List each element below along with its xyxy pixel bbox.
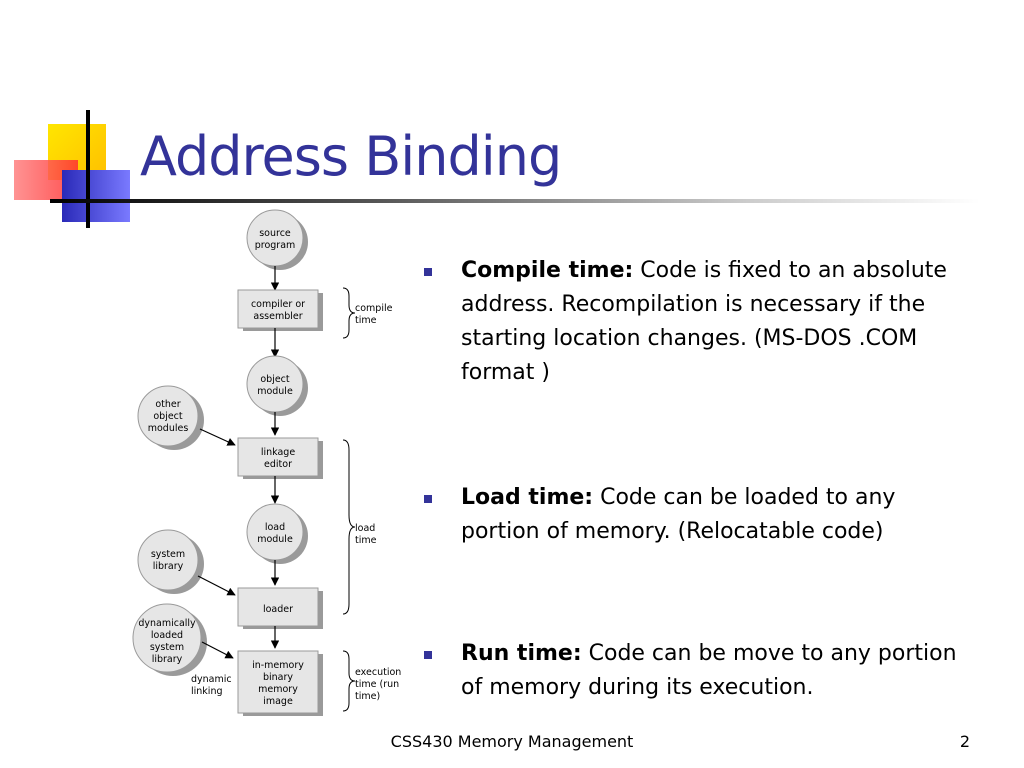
slide-footer: CSS430 Memory Management: [390, 732, 634, 751]
page-number: 2: [959, 732, 970, 751]
linkage-editor-label-1: linkage: [261, 447, 295, 458]
other-modules-label-1: other: [155, 399, 180, 410]
object-module-node: object module: [246, 355, 308, 416]
bullet-run-time-text: Run time: Code can be move to any portio…: [461, 637, 981, 705]
load-module-label-2: module: [257, 534, 293, 545]
bullet-square-icon: [424, 651, 432, 659]
load-time-label-1: load: [355, 523, 375, 534]
loader-node: loader: [237, 587, 323, 629]
other-modules-label-2: object: [153, 411, 183, 422]
arrow-system-library-to-loader: [197, 575, 236, 596]
source-program-label-1: source: [259, 228, 291, 239]
memory-image-label-4: image: [263, 696, 293, 707]
source-program-node: source program: [246, 209, 308, 270]
compiler-label-1: compiler or: [251, 299, 305, 310]
memory-image-label-2: binary: [263, 672, 293, 683]
memory-image-node: in-memory binary memory image: [237, 650, 323, 716]
execution-time-brace: [342, 650, 356, 712]
load-time-brace: [342, 439, 356, 615]
compiler-label-2: assembler: [253, 311, 302, 322]
execution-time-label-2: time (run: [355, 679, 399, 690]
system-library-node: system library: [137, 529, 204, 594]
loader-label: loader: [263, 604, 293, 615]
load-time-label-2: time: [355, 535, 377, 546]
arrow-dynamic-to-memory-image: [201, 641, 234, 659]
execution-time-label-3: time): [355, 691, 380, 702]
address-binding-diagram: source program compiler or assembler com…: [132, 209, 401, 716]
object-module-label-1: object: [260, 374, 290, 385]
bullet-load-time-body: Code can be loaded to any portion of mem…: [461, 485, 896, 544]
bullet-square-icon: [424, 268, 432, 276]
other-modules-label-3: modules: [148, 423, 189, 434]
linkage-editor-node: linkage editor: [237, 437, 323, 479]
other-object-modules-node: other object modules: [137, 385, 204, 450]
bullet-run-time: Run time: Code can be move to any portio…: [420, 637, 1000, 705]
system-library-label-2: library: [153, 561, 184, 572]
bullet-run-time-term: Run time:: [461, 641, 582, 666]
arrow-other-to-linkage: [199, 428, 236, 446]
dynamic-library-label-4: library: [152, 654, 183, 665]
execution-time-label-1: execution: [355, 667, 401, 678]
bullet-compile-time-body: Code is fixed to an absolute address. Re…: [461, 258, 947, 385]
dynamic-library-label-2: loaded: [151, 630, 183, 641]
bullet-load-time: Load time: Code can be loaded to any por…: [420, 481, 1000, 549]
memory-image-label-3: memory: [258, 684, 298, 695]
compile-time-label-2: time: [355, 315, 377, 326]
dynamic-library-label-3: system: [150, 642, 184, 653]
bullet-compile-time-text: Compile time: Code is fixed to an absolu…: [461, 254, 981, 390]
bullet-load-time-text: Load time: Code can be loaded to any por…: [461, 481, 981, 549]
source-program-label-2: program: [255, 240, 296, 251]
object-module-label-2: module: [257, 386, 293, 397]
memory-image-label-1: in-memory: [252, 660, 304, 671]
compile-time-label-1: compile: [355, 303, 393, 314]
dynamic-library-label-1: dynamically: [138, 618, 196, 629]
system-library-label-1: system: [151, 549, 185, 560]
compile-time-brace: [342, 287, 356, 339]
slide-logo: [0, 0, 140, 240]
load-module-node: load module: [246, 503, 308, 564]
compiler-node: compiler or assembler: [237, 289, 323, 331]
slide-title: Address Binding: [140, 125, 562, 188]
bullet-square-icon: [424, 495, 432, 503]
bullet-compile-time-term: Compile time:: [461, 258, 634, 283]
dynamic-linking-label-1: dynamic: [191, 674, 232, 685]
bullet-run-time-body: Code can be move to any portion of memor…: [461, 641, 957, 700]
bullet-compile-time: Compile time: Code is fixed to an absolu…: [420, 254, 1000, 390]
load-module-label-1: load: [265, 522, 285, 533]
bullet-load-time-term: Load time:: [461, 485, 594, 510]
title-underline: [50, 199, 980, 203]
dynamic-linking-label-2: linking: [191, 686, 223, 697]
linkage-editor-label-2: editor: [264, 459, 292, 470]
dynamic-library-node: dynamically loaded system library: [132, 603, 207, 676]
logo-vertical-line: [86, 110, 90, 228]
logo-blue-square: [62, 170, 130, 222]
